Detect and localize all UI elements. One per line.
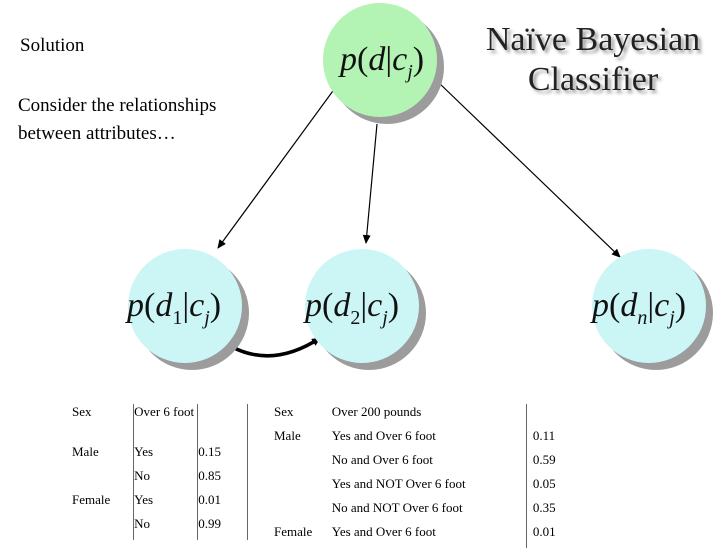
edge-top-to-dn (437, 81, 621, 258)
table-cell: Yes (133, 444, 199, 468)
table-height-given-sex: Sex Over 6 foot Male Yes 0.15 No 0.85 Fe… (60, 404, 248, 540)
table-cell: Yes (133, 492, 199, 516)
table-cell: No (133, 516, 199, 540)
solution-label: Solution (20, 35, 85, 56)
table-weight-given-sex-height: Sex Over 200 pounds Male Yes and Over 6 … (262, 404, 622, 548)
table-cell: 0.01 (525, 524, 622, 548)
table-cell: No and Over 6 foot (331, 452, 433, 467)
table-cell: 0.15 (197, 444, 248, 468)
table-row: No and Over 6 foot 0.59 (262, 452, 622, 476)
header-cell (525, 404, 622, 428)
table-cell (262, 452, 332, 476)
table-cell: Male (274, 428, 301, 443)
header-cell: Sex (274, 404, 294, 419)
table-cell (262, 476, 332, 500)
node-d1 (128, 249, 242, 363)
header-cell (197, 404, 248, 444)
node-d2-label: p(d2|cj) (303, 287, 399, 329)
table-cell (60, 468, 135, 492)
table-cell: Female (274, 524, 313, 539)
table-cell: 0.85 (197, 468, 248, 492)
table-cell: No (133, 468, 199, 492)
header-cell: Sex (60, 404, 135, 444)
table-header-row: Sex Over 200 pounds (262, 404, 622, 428)
table-row: Female Yes 0.01 (60, 492, 248, 516)
table-row: No 0.85 (60, 468, 248, 492)
table-cell: Yes and Over 6 foot (331, 524, 436, 539)
table-cell (60, 516, 135, 540)
slide-title: Naïve Bayesian Classifier (485, 21, 701, 98)
node-d1-label: p(d1|cj) (125, 287, 221, 329)
table-cell: Male (60, 444, 135, 468)
table-row: Female Yes and Over 6 foot 0.01 (262, 524, 622, 548)
consider-text: Consider the relationships between attri… (18, 95, 217, 144)
table-cell: 0.11 (525, 428, 622, 452)
table-cell: 0.59 (525, 452, 622, 476)
node-dn-label: p(dn|cj) (590, 287, 686, 329)
table-row: No 0.99 (60, 516, 248, 540)
node-dn (592, 249, 706, 363)
table-cell: Yes and NOT Over 6 foot (331, 476, 466, 491)
table-cell: 0.01 (197, 492, 248, 516)
node-top (323, 3, 437, 117)
header-cell: Over 200 pounds (331, 404, 422, 419)
table-row: Male Yes and Over 6 foot 0.11 (262, 428, 622, 452)
node-d2 (305, 249, 419, 363)
table-cell: 0.05 (525, 476, 622, 500)
table-cell: Yes and Over 6 foot (331, 428, 436, 443)
table-cell: Female (60, 492, 135, 516)
header-cell: Over 6 foot (133, 404, 199, 444)
edge-top-to-d1 (217, 83, 339, 249)
table-row: Male Yes 0.15 (60, 444, 248, 468)
table-cell: No and NOT Over 6 foot (331, 500, 463, 515)
table-row: Yes and NOT Over 6 foot 0.05 (262, 476, 622, 500)
table-row: No and NOT Over 6 foot 0.35 (262, 500, 622, 524)
table-cell (262, 500, 332, 524)
table-header-row: Sex Over 6 foot (60, 404, 248, 444)
table-cell: 0.35 (525, 500, 622, 524)
node-top-label: p(d|cj) (338, 41, 424, 83)
edge-top-to-d2 (362, 123, 378, 244)
table-cell: 0.99 (197, 516, 248, 540)
